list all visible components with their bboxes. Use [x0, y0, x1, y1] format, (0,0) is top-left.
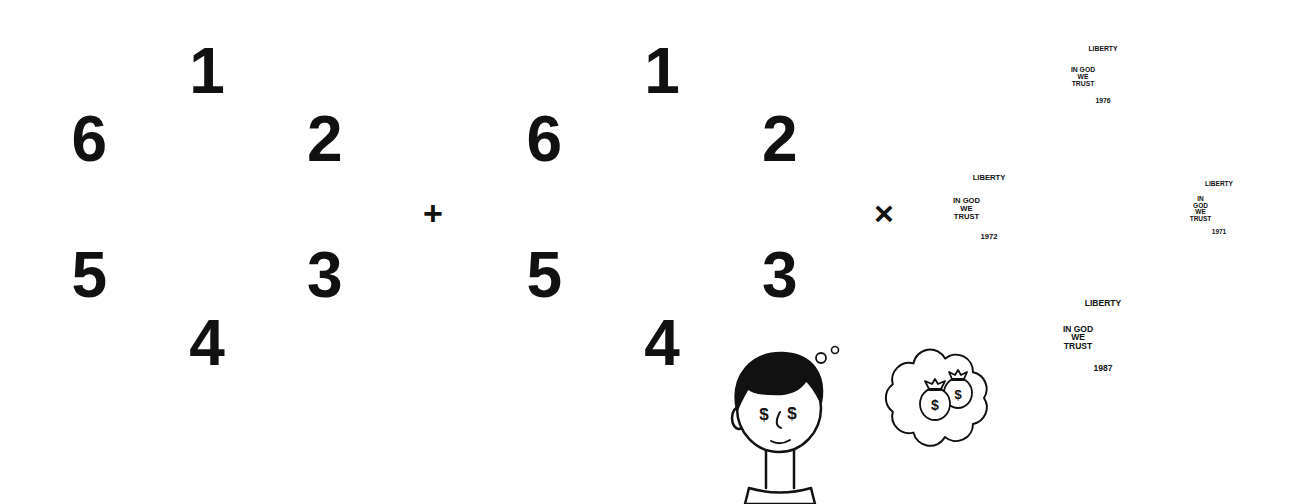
thought-dot	[816, 353, 826, 363]
text-slot: IN GOD WE TRUST	[1071, 66, 1096, 87]
text-slot: 5	[526, 243, 562, 307]
coin-inscription: LIBERTY	[973, 174, 1006, 182]
nose	[777, 412, 781, 428]
coin-rim	[945, 163, 1033, 251]
coin-rim	[1183, 172, 1255, 244]
thought-cloud	[886, 350, 987, 446]
coin-inscription: IN GOD WE TRUST	[1071, 66, 1096, 87]
bag-dollar: $	[954, 388, 961, 401]
spinner-number: 2	[307, 107, 343, 171]
text-slot: $	[759, 406, 768, 423]
spinner-number: 6	[526, 107, 562, 171]
spinner-circle	[911, 15, 1295, 399]
spinner-number: 4	[189, 311, 225, 375]
coin-inscription: IN GOD WE TRUST	[1063, 324, 1094, 351]
quarter-coin: LIBERTY IN GOD WE TRUST 1987	[1053, 285, 1153, 385]
text-slot: LIBERTY	[1205, 181, 1233, 188]
coin-inscription: LIBERTY	[1205, 181, 1233, 188]
mouth	[771, 440, 790, 443]
text-slot: 1971	[1212, 229, 1226, 236]
coin-rim	[1064, 36, 1142, 114]
text-slot: IN GOD WE TRUST	[953, 197, 981, 221]
dollar-eye: $	[787, 405, 796, 422]
nickel-coin: IN GOD WE TRUST LIBERTY 1976	[1063, 35, 1143, 115]
coin-inscription: 1987	[1094, 364, 1113, 373]
text-slot: LIBERTY	[1088, 46, 1117, 53]
coin-portrait	[1103, 60, 1122, 90]
penny-coin: IN GOD WE TRUST LIBERTY 1972	[944, 162, 1034, 252]
spinner-number: 5	[526, 243, 562, 307]
coin-portrait	[1103, 316, 1127, 354]
coin-inscription: LIBERTY	[1088, 46, 1117, 53]
plus-sign: +	[423, 196, 443, 230]
coin-inscription: IN GOD WE TRUST	[1189, 196, 1212, 223]
dime-coin: LIBERTY IN GOD WE TRUST1971	[1182, 171, 1256, 245]
text-slot: 3	[307, 243, 343, 307]
text-slot: IN GOD WE TRUST	[1189, 196, 1212, 223]
text-slot: +	[423, 196, 443, 230]
coin-spinner: IN GOD WE TRUSTLIBERTY1976IN GOD WE TRUS…	[909, 13, 1297, 401]
spinner-number: 3	[762, 243, 798, 307]
spinner-number: 1	[189, 39, 225, 103]
text-slot: 3	[762, 243, 798, 307]
spinner-circle	[467, 12, 857, 402]
coin-rim	[1054, 286, 1152, 384]
text-slot: 6	[71, 107, 107, 171]
spinner-circle	[12, 12, 402, 402]
spinner-number: 1	[644, 39, 680, 103]
text-slot: 1987	[1094, 364, 1113, 373]
text-slot: $	[787, 405, 796, 422]
text-slot: 1976	[1095, 98, 1110, 105]
text-slot: LIBERTY	[1085, 299, 1121, 308]
sector-line	[110, 38, 305, 376]
text-slot: 1972	[981, 233, 998, 241]
money-bag	[920, 379, 950, 420]
coin-inner-rim	[949, 167, 1030, 248]
number-spinner: 1 2 3 4 5 6	[465, 10, 859, 404]
coin-inscription: IN GOD WE TRUST	[953, 197, 981, 221]
text-slot: 2	[762, 107, 798, 171]
spinner-number: 6	[71, 107, 107, 171]
sector-line	[12, 206, 402, 209]
text-slot: $	[954, 388, 961, 401]
text-slot: IN GOD WE TRUST	[1063, 324, 1094, 351]
coin-portrait	[989, 190, 1011, 224]
thought-dot	[832, 347, 839, 354]
bag-dollar: $	[931, 398, 939, 412]
times-sign: ×	[874, 196, 894, 230]
text-slot: 2	[307, 107, 343, 171]
coin-inscription: 1976	[1095, 98, 1110, 105]
sector-line	[467, 206, 857, 209]
shirt-collar	[745, 488, 815, 504]
text-slot: 4	[644, 311, 680, 375]
number-spinner: 1 2 3 4 5 6	[10, 10, 404, 404]
text-slot: 6	[526, 107, 562, 171]
coin-portrait	[1219, 194, 1237, 222]
coin-inscription: 1971	[1212, 229, 1226, 236]
text-slot: 5	[71, 243, 107, 307]
spinner-number: 5	[71, 243, 107, 307]
sector-line	[565, 38, 760, 376]
coin-inscription: LIBERTY	[1085, 299, 1121, 308]
sector-line	[967, 71, 1239, 343]
coin-inner-rim	[1187, 176, 1252, 241]
sector-line	[565, 38, 760, 376]
text-slot: 1	[189, 39, 225, 103]
spinner-number: 2	[762, 107, 798, 171]
text-slot: 1	[644, 39, 680, 103]
coin-inner-rim	[1068, 40, 1139, 111]
spinner-number: 3	[307, 243, 343, 307]
coin-inner-rim	[1058, 290, 1149, 381]
text-slot: ×	[874, 196, 894, 230]
text-slot: $	[931, 398, 939, 412]
text-slot: LIBERTY	[973, 174, 1006, 182]
sector-line	[110, 38, 305, 376]
text-slot: 4	[189, 311, 225, 375]
coin-inscription: 1972	[981, 233, 998, 241]
sector-line	[967, 71, 1239, 343]
hair	[736, 353, 822, 410]
dollar-eye: $	[759, 406, 768, 423]
spinner-number: 4	[644, 311, 680, 375]
